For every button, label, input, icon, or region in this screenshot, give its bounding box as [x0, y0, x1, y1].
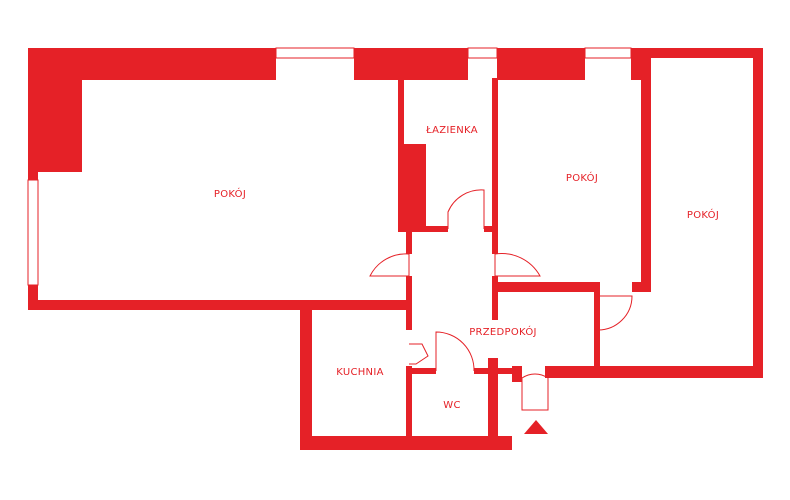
living-bottom-wall	[28, 300, 412, 310]
label-room-right: POKÓJ	[687, 208, 719, 221]
label-room-middle: POKÓJ	[566, 171, 598, 184]
entrance-door	[521, 373, 549, 411]
kitchen-left-wall	[300, 300, 312, 450]
wc-top-wall-right	[474, 368, 496, 374]
label-wc: WC	[443, 400, 460, 411]
bottom-wall	[300, 436, 512, 450]
bath-bottom-wall-left	[398, 226, 448, 232]
bath-block	[404, 144, 426, 230]
closet-door	[596, 295, 633, 331]
windows	[27, 47, 632, 286]
hall-left-wall-mid	[406, 276, 412, 330]
label-hall: PRZEDPOKÓJ	[469, 325, 537, 338]
window-middle-top	[584, 47, 632, 59]
top-wall-right	[631, 48, 763, 58]
window-bath-top	[467, 47, 498, 59]
bath-room-wall	[492, 78, 498, 226]
wc-right-wall	[488, 358, 498, 438]
closet-wall	[594, 282, 600, 366]
left-wall-bottom	[28, 285, 38, 310]
hall-left-wall-upper	[406, 232, 412, 254]
window-living-top	[275, 47, 355, 59]
right-wall	[753, 48, 763, 378]
kitchen-right-wall	[406, 366, 412, 438]
entrance-triangle-icon	[524, 420, 548, 434]
kitchen-door	[409, 343, 429, 365]
window-living-left	[27, 179, 39, 286]
label-living-room: POKÓJ	[214, 187, 246, 200]
wc-top-wall-left	[412, 368, 436, 374]
label-bathroom: ŁAZIENKA	[425, 125, 478, 136]
doors	[369, 189, 633, 411]
exterior-walls	[28, 48, 763, 450]
bathroom-door	[447, 189, 485, 229]
right-bottom-wall	[545, 366, 763, 378]
bath-bottom-wall-right	[484, 226, 498, 232]
label-kitchen: KUCHNIA	[336, 367, 383, 378]
top-wall-center	[354, 48, 468, 80]
hall-right-wall-upper	[492, 232, 498, 254]
top-wall-middle	[497, 48, 585, 80]
interior-walls	[398, 56, 651, 438]
hall-right-wall-mid	[492, 276, 498, 320]
living-bath-wall	[398, 78, 404, 230]
middle-room-door	[494, 253, 541, 277]
middle-right-wall	[641, 56, 651, 292]
wc-door	[435, 331, 475, 372]
room-labels: POKÓJ ŁAZIENKA POKÓJ POKÓJ PRZEDPOKÓJ KU…	[214, 125, 719, 411]
middle-room-bottom-wall	[498, 282, 596, 292]
wc-entry-stub	[498, 368, 512, 374]
entrance-stub	[512, 366, 522, 382]
left-wall-top	[28, 48, 38, 180]
middle-room-bottom-stub	[632, 282, 651, 292]
living-room-door	[369, 253, 410, 277]
